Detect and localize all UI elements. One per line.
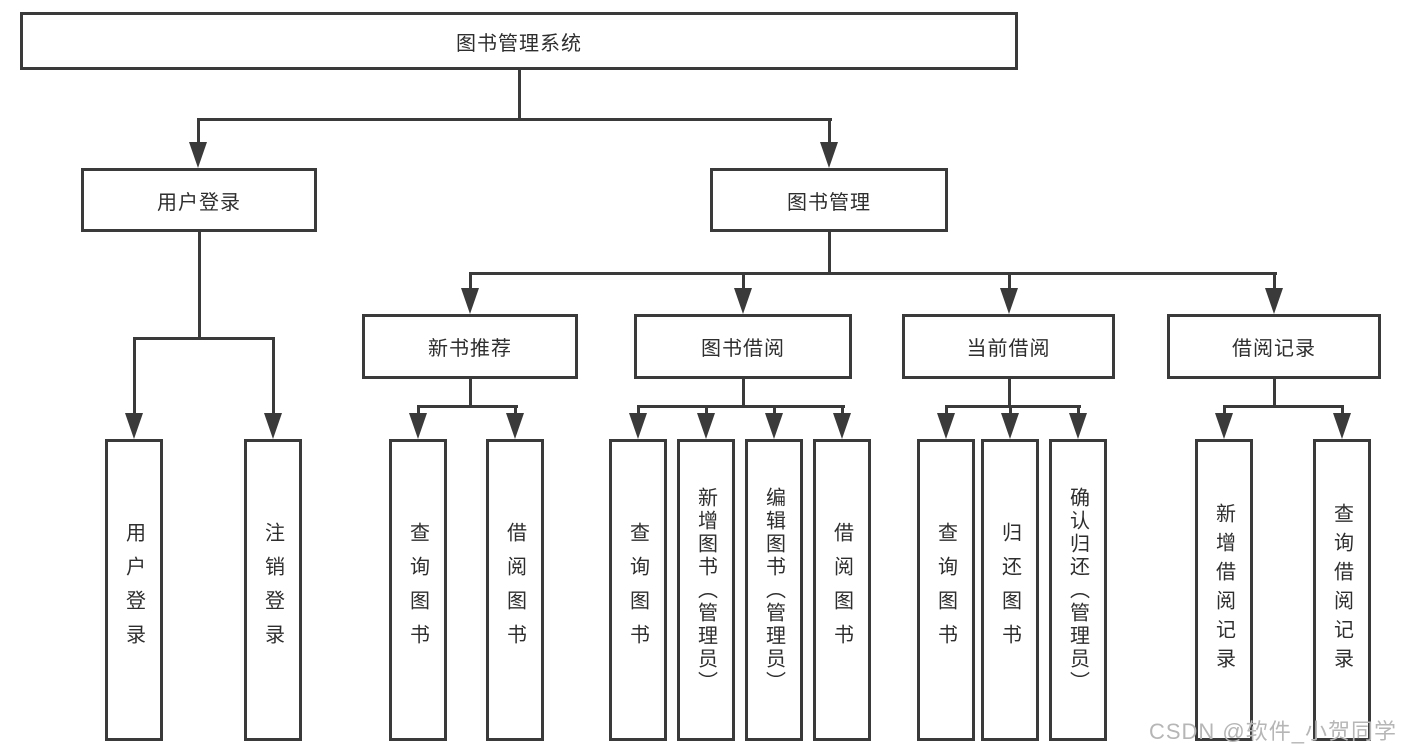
leaf-query-books-current: 查询图书 [917, 439, 975, 741]
arrow-to-leaf-query-books-current [937, 413, 955, 439]
arrow-to-new-book-recommend [461, 288, 479, 314]
leaf-edit-book-admin: 编辑图书（管理员） [745, 439, 803, 741]
connector-book-mgmt-drop [828, 232, 831, 275]
arrow-to-leaf-return-book [1001, 413, 1019, 439]
connector-records-bar [1223, 405, 1344, 408]
arrow-to-leaf-add-borrow-record [1215, 413, 1233, 439]
leaf-confirm-return-admin: 确认归还（管理员） [1049, 439, 1107, 741]
csdn-watermark: CSDN @软件_小贺同学 [1148, 719, 1397, 744]
leaf-query-books-recommend: 查询图书 [389, 439, 447, 741]
connector-user-login-bar [133, 337, 275, 340]
connector-recommend-stub-2 [514, 405, 517, 419]
node-book-borrow: 图书借阅 [634, 314, 852, 379]
node-new-book-recommend-label: 新书推荐 [428, 338, 512, 360]
node-root-label: 图书管理系统 [456, 32, 582, 55]
connector-recommend-bar [417, 405, 518, 408]
leaf-add-book-admin: 新增图书（管理员） [677, 439, 735, 741]
connector-records-stub-1 [1223, 405, 1226, 419]
leaf-logout-label: 注销登录 [261, 522, 284, 658]
leaf-add-borrow-record: 新增借阅记录 [1195, 439, 1253, 741]
connector-records-drop [1273, 379, 1276, 408]
leaf-return-book-label: 归还图书 [998, 522, 1021, 658]
connector-borrow-stub-1 [637, 405, 640, 419]
arrow-to-leaf-query-books-recommend [409, 413, 427, 439]
arrow-to-leaf-user-login [125, 413, 143, 439]
connector-user-login-drop [198, 232, 201, 339]
arrow-to-user-login [189, 142, 207, 168]
connector-book-mgmt-stub-4 [1273, 272, 1276, 296]
node-new-book-recommend: 新书推荐 [362, 314, 578, 379]
arrow-to-leaf-logout [264, 413, 282, 439]
leaf-query-borrow-record: 查询借阅记录 [1313, 439, 1371, 741]
arrow-to-leaf-query-books-borrow [629, 413, 647, 439]
connector-book-mgmt-bar [469, 272, 1277, 275]
connector-recommend-stub-1 [417, 405, 420, 419]
leaf-add-borrow-record-label: 新增借阅记录 [1212, 503, 1235, 677]
connector-borrow-bar [637, 405, 845, 408]
leaf-confirm-return-admin-label: 确认归还（管理员） [1066, 486, 1089, 694]
leaf-user-login: 用户登录 [105, 439, 163, 741]
connector-root-right-stub [828, 118, 831, 152]
connector-borrow-stub-3 [773, 405, 776, 419]
node-current-borrow-label: 当前借阅 [966, 338, 1051, 360]
connector-borrow-stub-4 [841, 405, 844, 419]
node-borrow-records-label: 借阅记录 [1232, 338, 1316, 360]
arrow-to-book-borrow [734, 288, 752, 314]
connector-borrow-drop [742, 379, 745, 408]
connector-book-mgmt-stub-2 [742, 272, 745, 296]
leaf-return-book: 归还图书 [981, 439, 1039, 741]
leaf-query-borrow-record-label: 查询借阅记录 [1330, 503, 1353, 677]
connector-root-left-stub [197, 118, 200, 152]
arrow-to-leaf-query-borrow-record [1333, 413, 1351, 439]
node-book-borrow-label: 图书借阅 [701, 338, 785, 360]
arrow-to-leaf-borrow-books-borrow [833, 413, 851, 439]
leaf-borrow-books-recommend: 借阅图书 [486, 439, 544, 741]
connector-root-bar [197, 118, 832, 121]
node-borrow-records: 借阅记录 [1167, 314, 1381, 379]
arrow-to-book-management [820, 142, 838, 168]
connector-recommend-drop [469, 379, 472, 408]
connector-borrow-stub-2 [705, 405, 708, 419]
node-root: 图书管理系统 [20, 12, 1018, 70]
leaf-query-books-current-label: 查询图书 [934, 522, 957, 658]
leaf-borrow-books-recommend-label: 借阅图书 [503, 522, 526, 658]
connector-book-mgmt-stub-3 [1008, 272, 1011, 296]
connector-current-stub-1 [945, 405, 948, 419]
arrow-to-leaf-add-book [697, 413, 715, 439]
arrow-to-current-borrow [1000, 288, 1018, 314]
leaf-query-books-borrow-label: 查询图书 [626, 522, 649, 658]
connector-current-bar [945, 405, 1081, 408]
arrow-to-leaf-edit-book [765, 413, 783, 439]
leaf-add-book-admin-label: 新增图书（管理员） [694, 486, 717, 694]
leaf-query-books-recommend-label: 查询图书 [406, 522, 429, 658]
leaf-borrow-books-borrow-label: 借阅图书 [830, 522, 853, 658]
node-book-management: 图书管理 [710, 168, 948, 232]
leaf-user-login-label: 用户登录 [122, 522, 145, 658]
node-user-login-label: 用户登录 [157, 191, 241, 214]
connector-user-login-stub-1 [133, 337, 136, 419]
connector-current-stub-2 [1009, 405, 1012, 419]
arrow-to-leaf-borrow-books-recommend [506, 413, 524, 439]
arrow-to-leaf-confirm-return [1069, 413, 1087, 439]
leaf-borrow-books-borrow: 借阅图书 [813, 439, 871, 741]
leaf-logout: 注销登录 [244, 439, 302, 741]
connector-user-login-stub-2 [272, 337, 275, 419]
connector-book-mgmt-stub-1 [469, 272, 472, 296]
connector-current-drop [1008, 379, 1011, 408]
connector-records-stub-2 [1341, 405, 1344, 419]
connector-root-drop [518, 70, 521, 121]
leaf-query-books-borrow: 查询图书 [609, 439, 667, 741]
node-book-management-label: 图书管理 [787, 191, 871, 214]
connector-current-stub-3 [1077, 405, 1080, 419]
arrow-to-borrow-records [1265, 288, 1283, 314]
leaf-edit-book-admin-label: 编辑图书（管理员） [762, 486, 785, 694]
node-current-borrow: 当前借阅 [902, 314, 1115, 379]
node-user-login: 用户登录 [81, 168, 317, 232]
